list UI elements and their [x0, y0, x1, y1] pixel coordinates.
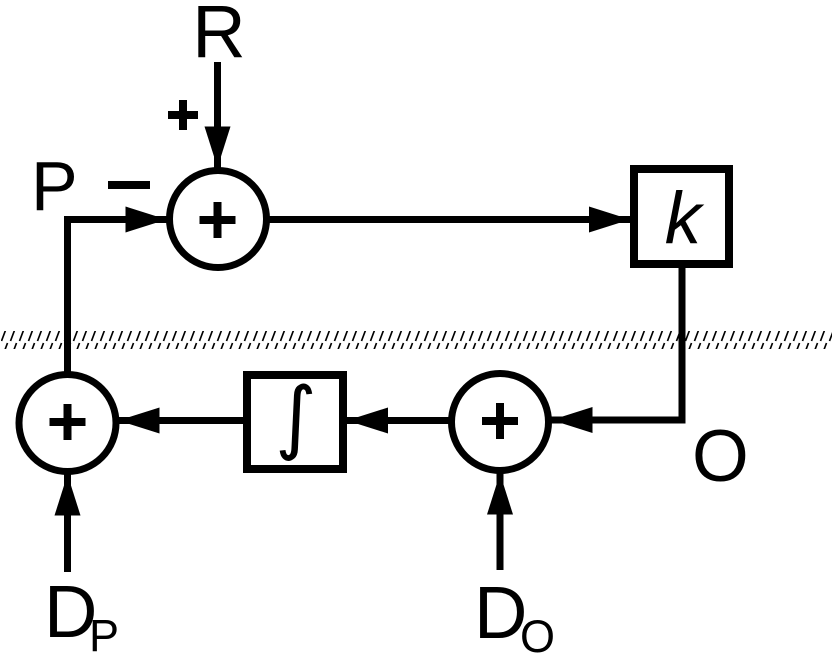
label-r: R [192, 0, 245, 73]
plus-icon [49, 404, 86, 440]
sum-junction-right [448, 370, 552, 474]
gain-output-arrow [551, 265, 686, 433]
sum-junction-top [166, 167, 270, 271]
plus-icon [168, 100, 198, 130]
p-feedback-arrow [64, 206, 167, 372]
label-dp-subscript: P [89, 610, 119, 661]
sum-junction-left [15, 371, 120, 475]
label-dp-base: D [44, 570, 97, 653]
plus-icon [482, 403, 518, 439]
label-p: P [31, 147, 78, 225]
gain-block: k [630, 165, 733, 268]
integrator-block-label: ∫ [275, 370, 317, 463]
label-do-base: D [474, 571, 527, 654]
label-do-subscript: O [520, 611, 555, 661]
gain-block-label: k [665, 178, 705, 259]
integrator-block: ∫ [243, 370, 347, 473]
label-dp: D P [44, 570, 119, 661]
label-o: O [692, 416, 749, 497]
label-do: D O [474, 571, 555, 661]
boundary-hatch [1, 331, 832, 349]
plus-icon [199, 202, 236, 238]
